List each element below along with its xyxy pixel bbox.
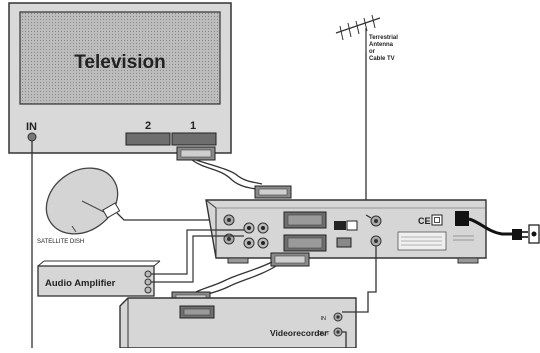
antenna-cable-connector [365, 214, 372, 219]
antenna-icon [335, 14, 381, 52]
tv-scart-1-port [171, 132, 217, 146]
tv-label: Television [74, 52, 166, 73]
rf-cable-receiver-vcr [342, 246, 377, 313]
receiver-foot-left [227, 257, 249, 264]
vcr-out-label: OUT [318, 331, 330, 337]
television: Television IN 2 1 [8, 2, 232, 154]
tv-scart-2-port [125, 132, 171, 146]
antenna-label-line4: Cable TV [369, 56, 395, 62]
receiver-foot-right [457, 257, 479, 264]
vcr-in-label: IN [321, 316, 327, 322]
tv-scart-1-label: 1 [190, 120, 196, 132]
audio-cable-left [151, 229, 244, 275]
tv-screen [19, 11, 221, 105]
antenna-label-line3: or [369, 49, 376, 55]
satellite-dish-label: SATELLITE DISH [37, 239, 84, 245]
ce-mark: CE [418, 216, 431, 226]
antenna-label-line1: Terrestrial [369, 35, 398, 41]
videorecorder-label: Videorecorder [270, 328, 328, 338]
audio-amplifier [37, 260, 161, 297]
tv-antenna-input [27, 132, 37, 142]
tv-scart-2-label: 2 [145, 120, 151, 132]
mains-plug-icon [468, 217, 540, 244]
satellite-receiver: CE [205, 199, 487, 259]
dish-cable [116, 212, 224, 221]
rf-cable-vcr-out [342, 331, 347, 348]
audio-amplifier-label: Audio Amplifier [45, 278, 116, 289]
satellite-dish-icon [45, 167, 121, 235]
scart-cable-tv-receiver [176, 146, 292, 199]
videorecorder [119, 297, 357, 349]
audio-cable-right [151, 235, 244, 283]
tv-in-label: IN [26, 121, 37, 133]
antenna-label-line2: Antenna [369, 42, 394, 48]
